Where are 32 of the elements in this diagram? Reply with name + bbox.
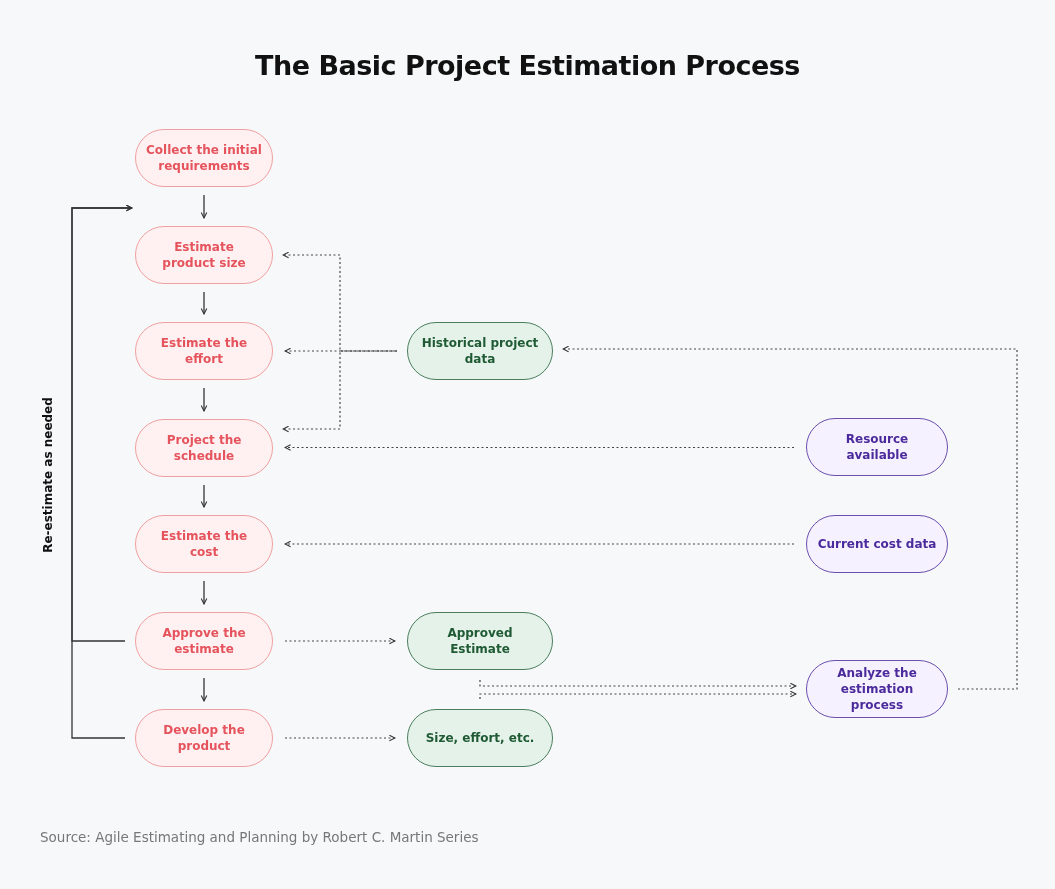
arrow	[200, 484, 208, 508]
arrow	[71, 204, 133, 739]
arrow	[200, 194, 208, 219]
node-label: Estimate the effort	[159, 335, 249, 367]
dotted-arrow	[479, 690, 797, 700]
dotted-arrow	[284, 637, 396, 645]
arrow	[200, 291, 208, 315]
dotted-arrow	[562, 345, 1018, 690]
node-label: Current cost data	[817, 536, 937, 552]
node-label: Approve the estimate	[161, 625, 247, 657]
node-label: Collect the initial requirements	[146, 142, 262, 174]
node-label: Estimate product size	[161, 239, 247, 271]
node-label: Estimate the cost	[159, 528, 249, 560]
node-label: Analyze the estimation process	[836, 665, 918, 713]
source-caption: Source: Agile Estimating and Planning by Robert C. Martin Series	[40, 829, 479, 845]
dotted-arrow	[284, 734, 396, 742]
diagram-title: The Basic Project Estimation Process	[255, 50, 800, 81]
node-label: Resource available	[844, 431, 910, 463]
arrow	[200, 580, 208, 605]
node-label: Project the schedule	[165, 432, 243, 464]
dotted-arrow	[282, 350, 398, 433]
node-label: Historical project data	[420, 335, 540, 367]
dotted-arrow	[479, 679, 797, 690]
dotted-arrow	[284, 444, 795, 451]
arrow	[200, 387, 208, 412]
node-label: Size, effort, etc.	[425, 730, 535, 746]
node-label: Approved Estimate	[446, 625, 514, 657]
node-label: Develop the product	[162, 722, 246, 754]
dotted-arrow	[284, 347, 396, 355]
dotted-arrow	[284, 540, 795, 548]
side-label: Re-estimate as needed	[41, 397, 55, 553]
arrow	[200, 677, 208, 702]
